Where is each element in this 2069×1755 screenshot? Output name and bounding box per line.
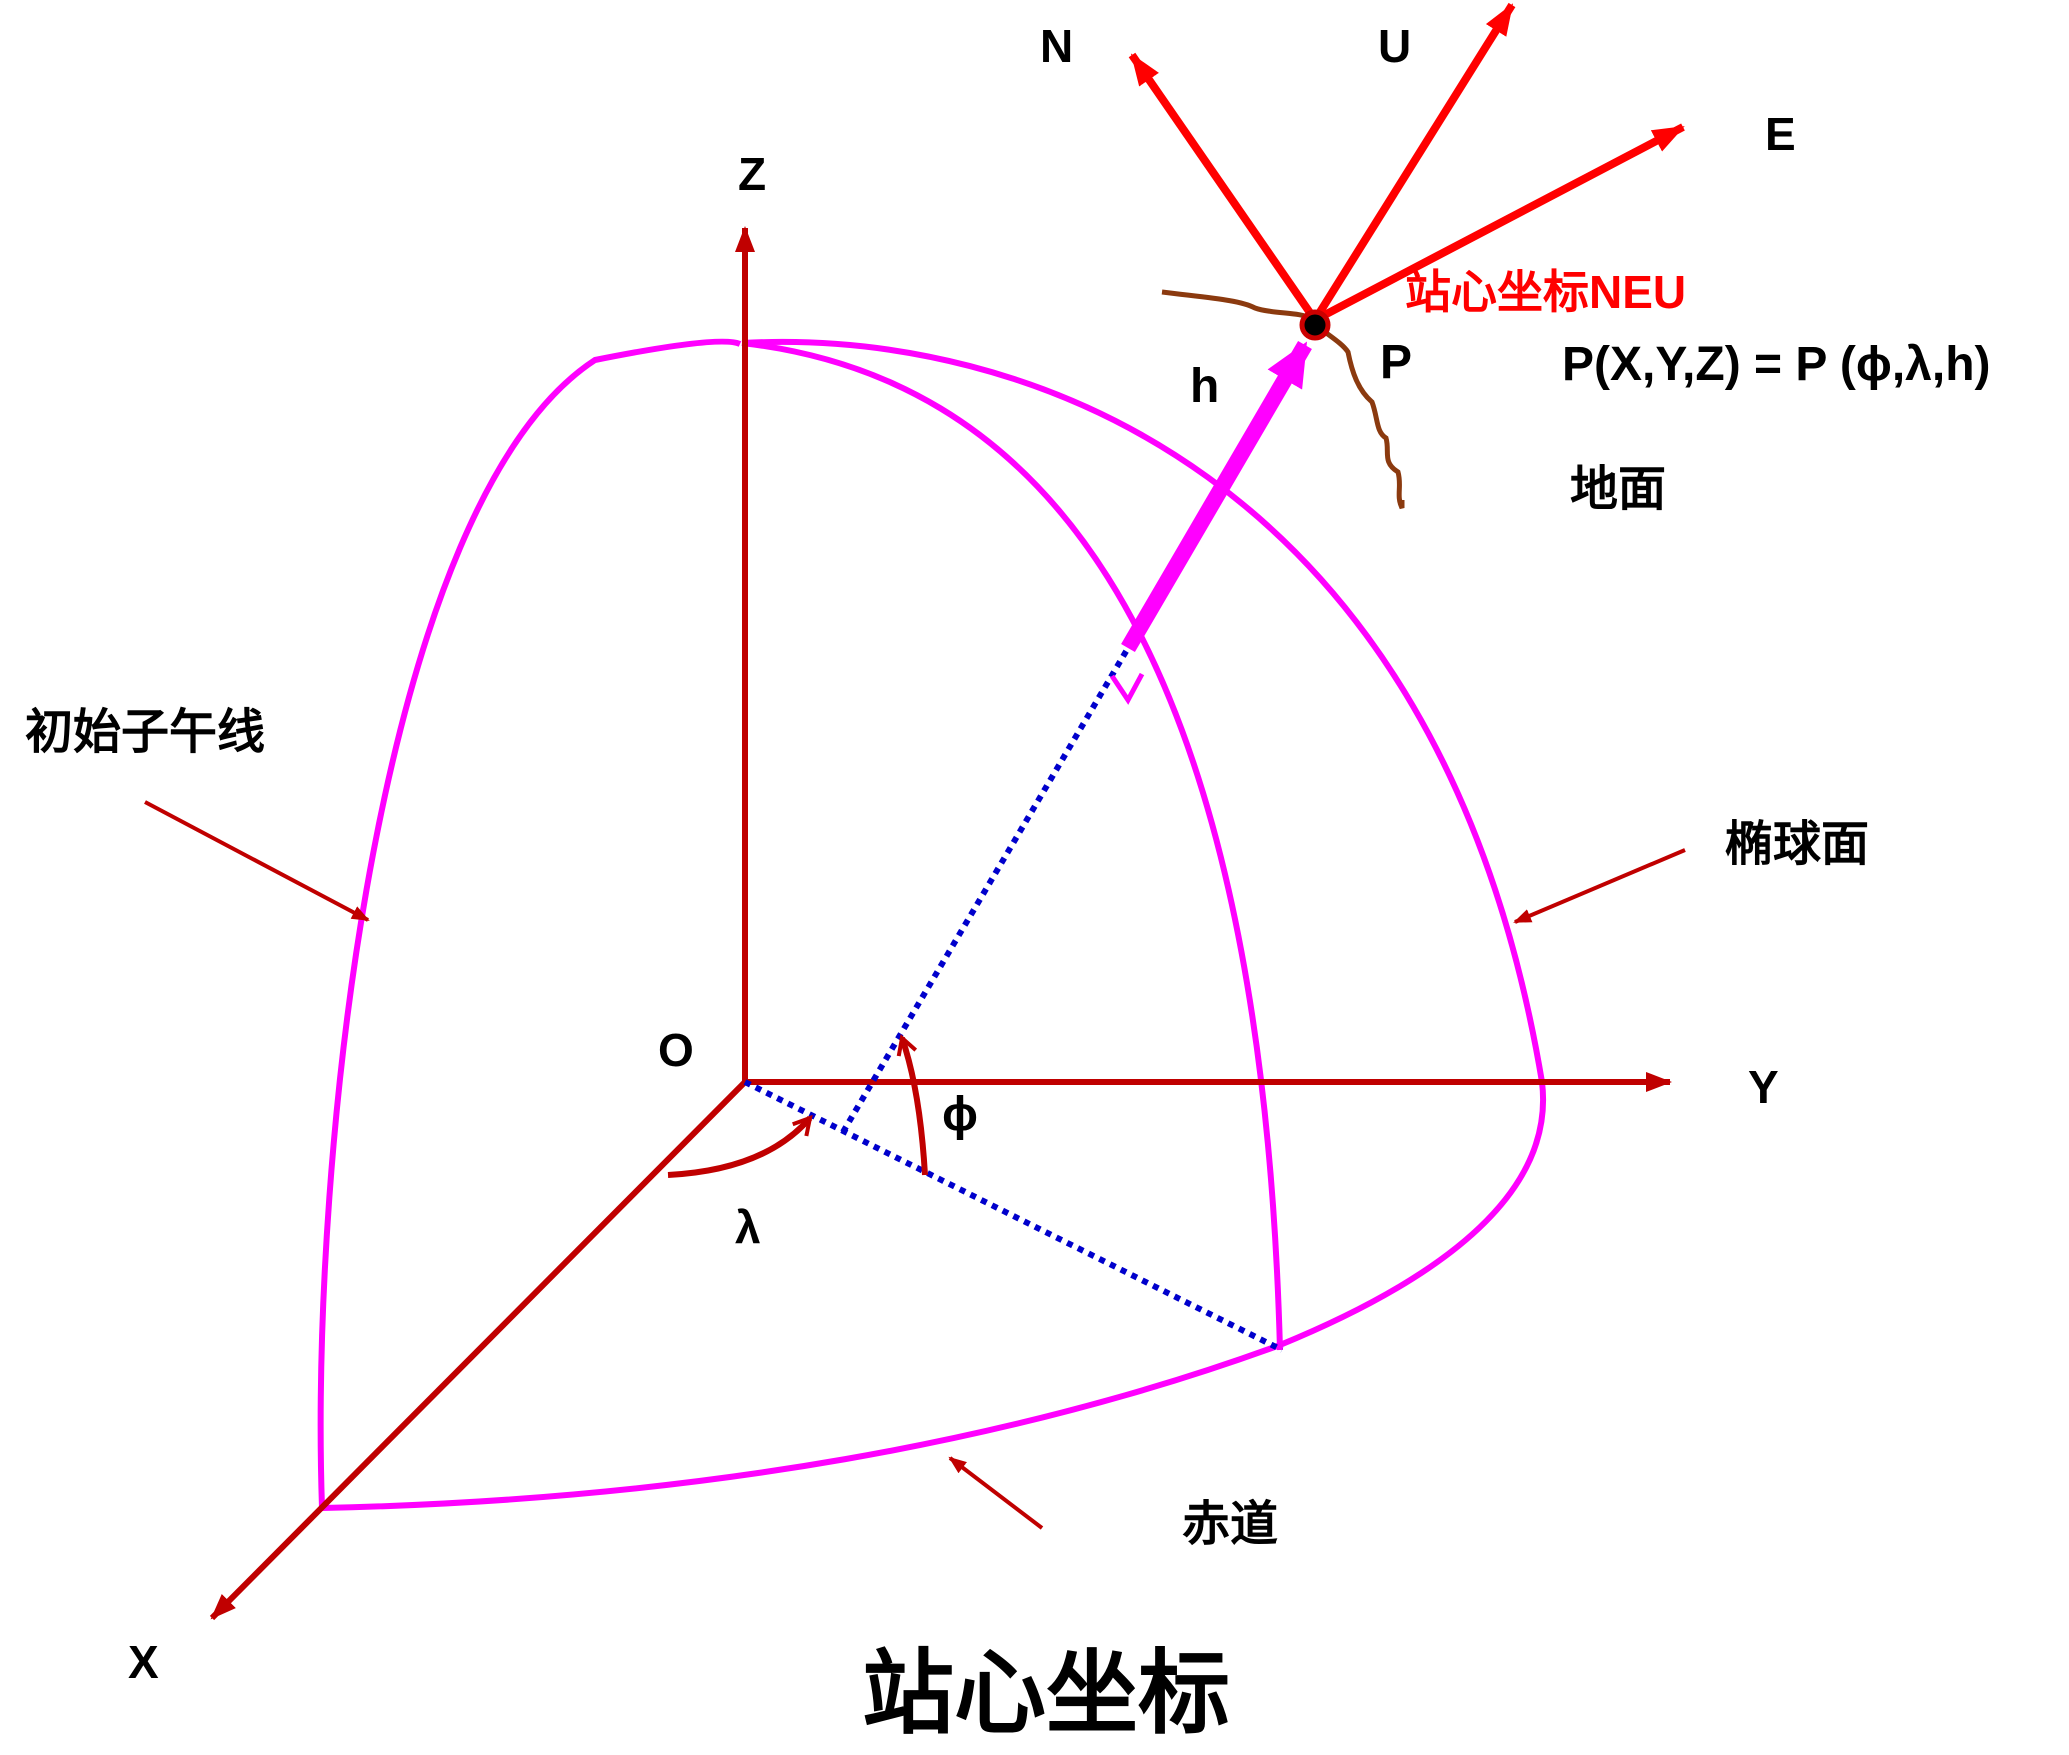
station-point <box>1299 309 1331 341</box>
local-system-label: 站心坐标NEU <box>1405 266 1686 318</box>
ground-line <box>1161 289 1405 510</box>
equator-pointer <box>948 1456 1044 1530</box>
north-axis <box>1128 52 1319 323</box>
north-axis-label: N <box>1040 20 1073 72</box>
equator-curve <box>321 1081 1547 1511</box>
latitude-label: ϕ <box>942 1088 978 1141</box>
longitude-label: λ <box>735 1201 761 1253</box>
z-axis-label: Z <box>738 148 766 200</box>
x-axis <box>209 1079 748 1621</box>
equatorial-projection-line <box>743 1079 1284 1353</box>
equator-label: 赤道 <box>1182 1498 1278 1551</box>
prime-meridian-pointer <box>144 800 370 922</box>
ellipsoid-pointer <box>1513 848 1686 924</box>
outer-meridian-curve <box>741 338 1545 1083</box>
east-axis-label: E <box>1765 108 1796 160</box>
point-label: P <box>1380 336 1412 389</box>
height-label: h <box>1190 360 1219 413</box>
origin-label: O <box>658 1024 694 1076</box>
height-vector <box>1121 340 1312 653</box>
prime-meridian-curve <box>317 338 742 1509</box>
y-axis-label: Y <box>1748 1061 1779 1113</box>
diagram-title: 站心坐标 <box>862 1643 1230 1745</box>
prime-meridian-label: 初始子午线 <box>25 706 265 759</box>
up-axis-label: U <box>1378 20 1411 72</box>
right-angle-mark <box>1109 672 1145 705</box>
latitude-arc <box>902 1038 928 1176</box>
station-meridian-curve <box>741 340 1283 1351</box>
ground-label: 地面 <box>1570 463 1666 516</box>
coordinate-formula: P(X,Y,Z) = P (ϕ,λ,h) <box>1562 338 1991 391</box>
longitude-arc <box>667 1118 810 1178</box>
ellipsoid-label: 椭球面 <box>1725 818 1869 871</box>
normal-projection-line <box>840 646 1131 1134</box>
east-axis <box>1313 123 1685 324</box>
x-axis-label: X <box>128 1636 159 1688</box>
up-axis <box>1311 2 1516 323</box>
